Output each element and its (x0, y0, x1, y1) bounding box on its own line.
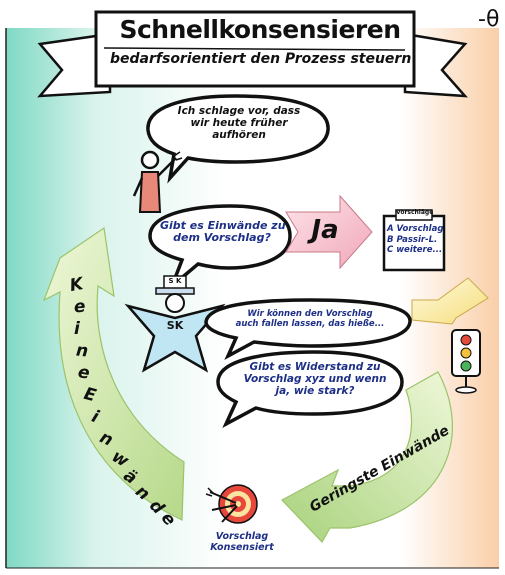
title-banner (37, 10, 468, 98)
keine-einwaende-letter: i (74, 319, 80, 339)
ja-arrow (285, 194, 373, 270)
ja-label: Ja (311, 215, 339, 245)
target-icon (205, 484, 258, 524)
diagram-title: Schnellkonsensieren (119, 15, 401, 44)
traffic-light (451, 329, 481, 394)
presenter-figure (132, 150, 183, 213)
geringste-einwaende-arrow (281, 371, 453, 543)
keine-einwaende-arrow (42, 226, 185, 521)
yellow-arrow (411, 277, 489, 325)
hat-label: S K (168, 277, 182, 285)
speech-bubble-drop-proposal (204, 298, 412, 360)
bubble-drop-text: Wir können den Vorschlag auch fallen las… (235, 309, 385, 329)
bubble-proposal-text: Ich schlage vor, dass wir heute früher a… (177, 105, 301, 141)
goal-label: Vorschlag Konsensiert (210, 531, 274, 553)
diagram-subtitle: bedarfsorientiert den Prozess steuern (110, 51, 412, 67)
sk-label: SK (166, 319, 184, 332)
proposals-note (382, 209, 446, 272)
bubble-objections-text: Gibt es Einwände zu dem Vorschlag? (160, 219, 286, 245)
moderator-figure (124, 275, 226, 373)
note-header: Vorschläge (396, 209, 434, 216)
bubble-resistance-text: Gibt es Widerstand zu Vorschlag xyz und … (243, 361, 387, 397)
speech-bubble-objections (148, 204, 292, 288)
keine-einwaende-letter: n (75, 340, 90, 362)
note-items: A Vorschlag B Passir-L. C weitere... (387, 224, 444, 256)
speech-bubble-resistance (216, 350, 404, 428)
keine-einwaende-letter: e (73, 296, 87, 318)
corner-mark: -θ (478, 7, 500, 32)
